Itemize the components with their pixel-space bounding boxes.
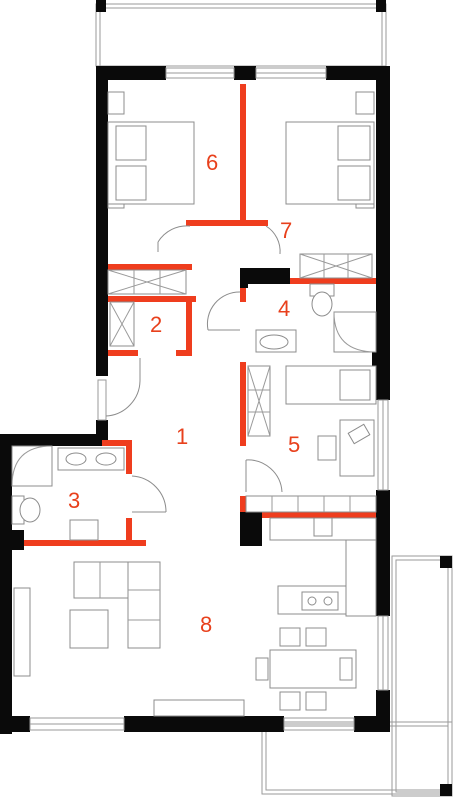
bedroom-7-furniture <box>285 91 375 279</box>
room-label-6: 6 <box>206 150 218 175</box>
windows <box>29 67 389 731</box>
living-8-furniture <box>13 517 377 717</box>
room-label-4: 4 <box>278 296 290 321</box>
room-label-2: 2 <box>150 312 162 337</box>
bedroom-6-furniture <box>107 91 195 295</box>
room-5-furniture <box>245 365 377 513</box>
room-labels: 1 2 3 4 5 6 7 8 <box>68 150 300 637</box>
top-balcony <box>95 0 387 67</box>
bathroom-4-fixtures <box>255 283 377 353</box>
room-label-5: 5 <box>288 432 300 457</box>
bathroom-3-fixtures <box>11 445 125 541</box>
partitions <box>24 84 376 546</box>
room-label-3: 3 <box>68 488 80 513</box>
room-label-1: 1 <box>176 424 188 449</box>
room-label-8: 8 <box>200 612 212 637</box>
room-label-7: 7 <box>280 218 292 243</box>
exterior-walls <box>0 66 390 734</box>
doors <box>105 225 283 513</box>
closet-2-furniture <box>109 301 135 347</box>
